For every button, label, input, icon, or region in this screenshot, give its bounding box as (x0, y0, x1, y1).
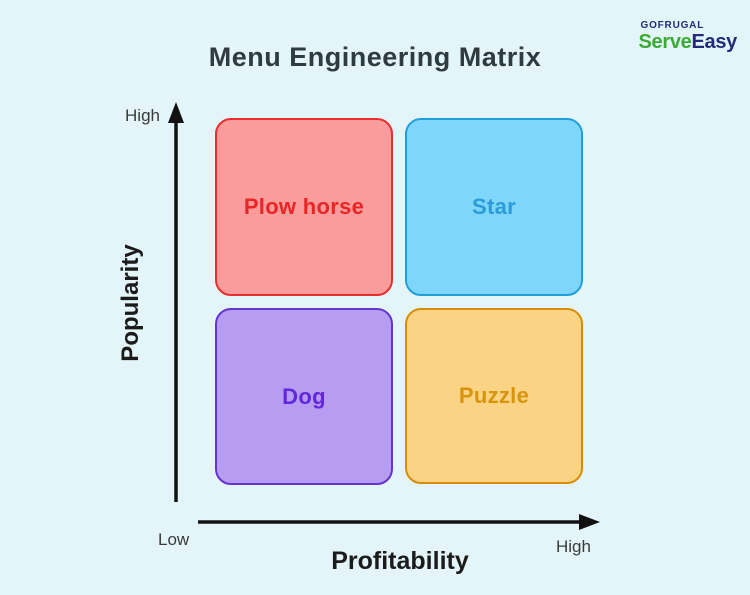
product-name-easy: Easy (691, 31, 737, 53)
quadrant-label: Star (472, 194, 516, 219)
quadrant-plow-horse: Plow horse (215, 118, 393, 296)
y-axis-title: Popularity (117, 244, 144, 362)
x-axis-high-label: High (556, 537, 591, 556)
quadrant-label: Plow horse (243, 194, 365, 219)
quadrant-dog: Dog (215, 308, 393, 485)
x-axis-low-label: Low (158, 530, 190, 549)
page-title: Menu Engineering Matrix (208, 42, 542, 72)
y-axis-high-label: High (125, 106, 160, 125)
brand-logo: GOFRUGAL ServeEasy (638, 20, 737, 53)
quadrant-label: Puzzle (458, 383, 530, 408)
y-axis-arrow-icon (168, 102, 184, 123)
quadrant-label: Dog (282, 383, 326, 409)
brand-name: GOFRUGAL (640, 20, 705, 31)
quadrant-puzzle: Puzzle (405, 308, 583, 484)
x-axis-arrow-icon (579, 514, 600, 530)
product-name: ServeEasy (638, 32, 737, 52)
x-axis-title: Profitability (331, 547, 469, 575)
product-name-serve: Serve (638, 31, 692, 53)
quadrant-star: Star (405, 118, 583, 296)
